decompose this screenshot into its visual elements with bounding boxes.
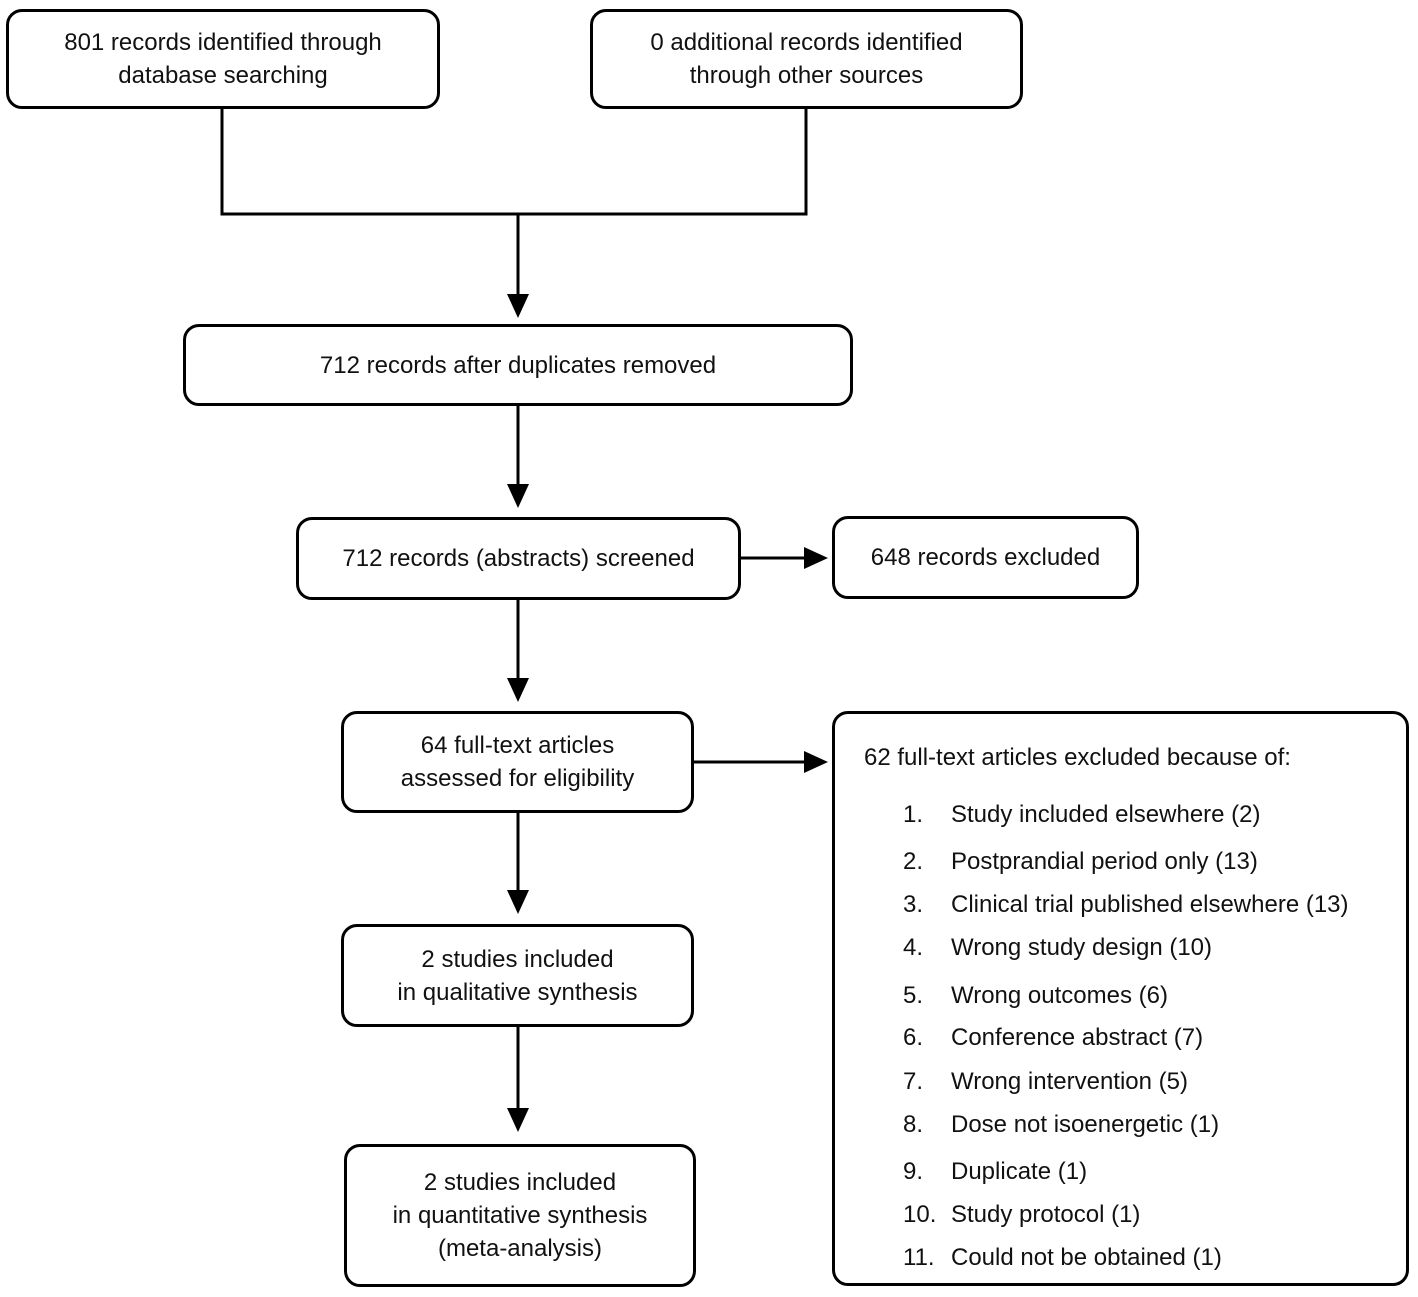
exclusion-reason-number: 7. [903,1068,924,1095]
exclusion-reason-number: 9. [903,1158,924,1185]
records-excluded-box: 648 records excluded [832,516,1139,599]
exclusion-reason-text: Wrong outcomes (6) [951,982,1168,1009]
records-identified-other-box: 0 additional records identified through … [590,9,1023,109]
exclusion-reason-number: 10. [903,1201,937,1228]
exclusion-reason-number: 8. [903,1111,924,1138]
exclusion-reason-number: 3. [903,891,924,918]
exclusion-reason-text: Study included elsewhere (2) [951,801,1261,828]
exclusion-reason-text: Dose not isoenergetic (1) [951,1111,1220,1138]
exclusion-reason-text: Clinical trial published elsewhere (13) [951,891,1349,918]
box-text-line: in qualitative synthesis [397,978,638,1006]
box-text-line: database searching [118,62,328,89]
box-text-line: 648 records excluded [870,544,1101,571]
exclusion-reason-text: Duplicate (1) [951,1158,1088,1185]
exclusion-reason-number: 1. [903,801,924,828]
box-text-line: through other sources [689,62,924,89]
exclusion-reason-text: Could not be obtained (1) [951,1244,1222,1271]
exclusion-reason-number: 4. [903,934,924,961]
records-identified-database-box: 801 records identified through database … [6,9,440,109]
exclusion-reason-text: Wrong intervention (5) [951,1068,1188,1095]
box-text-line: 64 full-text articles [420,732,615,759]
box-text-line: 2 studies included [423,1169,617,1196]
exclusion-reason-number: 6. [903,1024,924,1051]
records-after-duplicates-box: 712 records after duplicates removed [183,324,853,406]
exclusion-reason-text: Wrong study design (10) [951,934,1213,961]
exclusion-reason-number: 2. [903,848,924,875]
fulltext-assessed-box: 64 full-text articles assessed for eligi… [341,711,694,813]
box-text-line: 801 records identified through [64,29,382,56]
box-text-line: (meta-analysis) [437,1235,603,1262]
exclusion-reason-text: Conference abstract (7) [951,1024,1204,1051]
fulltext-excluded-heading: 62 full-text articles excluded because o… [864,744,1291,771]
box-text-line: 2 studies included [421,945,614,973]
fulltext-excluded-box: 62 full-text articles excluded because o… [832,711,1409,1286]
box-text-line: 712 records (abstracts) screened [342,545,695,572]
exclusion-reason-text: Postprandial period only (13) [951,848,1258,875]
merge-connector [220,108,808,216]
quantitative-synthesis-box: 2 studies included in quantitative synth… [344,1144,696,1287]
box-text-line: 0 additional records identified [650,29,963,56]
box-text-line: in quantitative synthesis [392,1202,648,1229]
box-text-line: assessed for eligibility [400,765,635,792]
exclusion-reason-number: 5. [903,982,924,1009]
qualitative-synthesis-box: 2 studies included in qualitative synthe… [341,924,694,1027]
exclusion-reason-text: Study protocol (1) [951,1201,1141,1228]
exclusion-reason-number: 11. [903,1244,935,1271]
records-screened-box: 712 records (abstracts) screened [296,517,741,600]
box-text-line: 712 records after duplicates removed [319,351,717,379]
